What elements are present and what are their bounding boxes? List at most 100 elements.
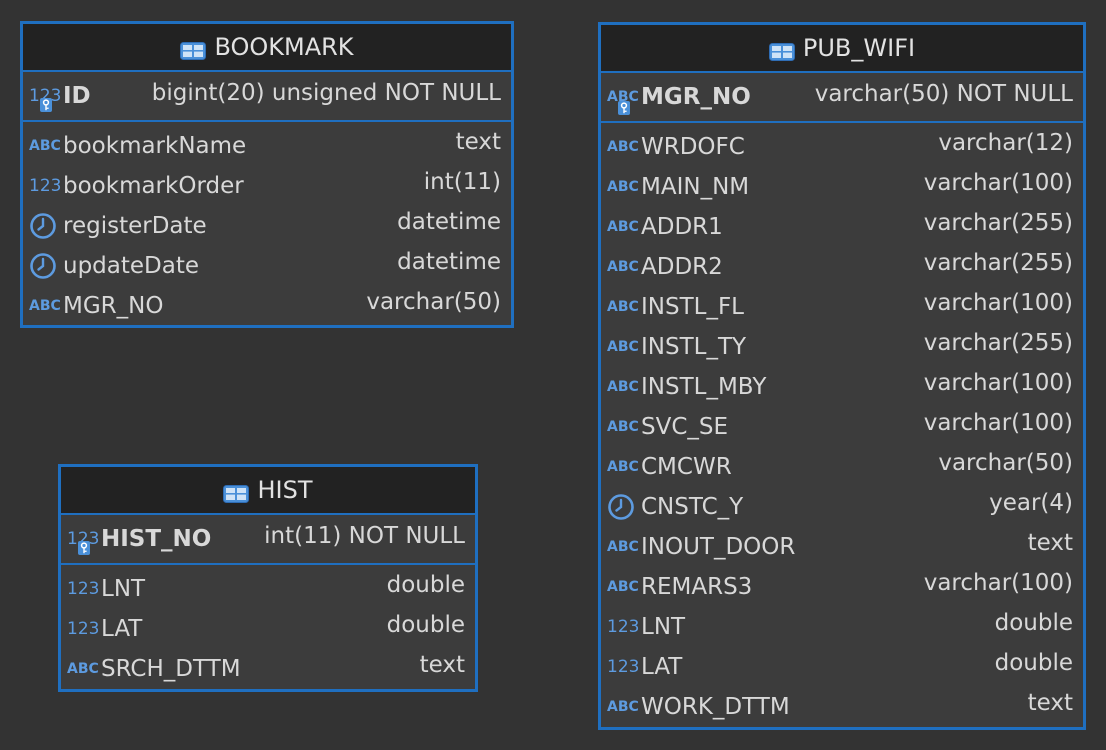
table-icon <box>768 39 795 61</box>
column-name: MAIN_NM <box>641 174 750 200</box>
text-type-icon: ABC <box>607 699 639 715</box>
column-name: SRCH_DTTM <box>101 656 241 682</box>
column-row[interactable]: CNSTC_Y year(4) <box>601 487 1083 527</box>
column-name: LAT <box>641 654 683 680</box>
column-type: year(4) <box>989 490 1073 516</box>
clock-icon <box>29 252 63 280</box>
column-type: varchar(255) <box>923 330 1073 356</box>
table-header[interactable]: PUB_WIFI <box>601 25 1083 73</box>
column-name: CMCWR <box>641 454 732 480</box>
column-name: ID <box>63 83 91 109</box>
clock-icon <box>29 212 63 240</box>
column-type: datetime <box>397 209 501 235</box>
column-name: LAT <box>101 616 143 642</box>
text-type-icon: ABC <box>607 219 639 235</box>
text-type-icon: ABC <box>607 459 639 475</box>
text-type-icon: ABC <box>67 661 99 677</box>
table-title: PUB_WIFI <box>802 34 916 62</box>
table-title: HIST <box>257 476 313 504</box>
text-type-icon: ABC <box>607 139 639 155</box>
column-type: int(11) <box>423 169 501 195</box>
text-type-icon: ABC <box>607 419 639 435</box>
column-name: SVC_SE <box>641 414 729 440</box>
table-header[interactable]: HIST <box>61 467 475 515</box>
column-type: varchar(100) <box>923 290 1073 316</box>
text-type-icon: ABC <box>607 179 639 195</box>
number-type-icon: 123 <box>67 619 100 639</box>
column-type: int(11) NOT NULL <box>264 523 465 549</box>
column-type: double <box>386 612 465 638</box>
table-icon <box>180 38 207 60</box>
column-name: WRDOFC <box>641 134 745 160</box>
column-name: MGR_NO <box>641 84 751 110</box>
column-name: CNSTC_Y <box>641 494 744 520</box>
text-type-icon: ABC <box>607 339 639 355</box>
number-type-icon: 123 <box>29 176 62 196</box>
text-type-icon: ABC <box>607 89 641 115</box>
column-type: varchar(100) <box>923 570 1073 596</box>
column-name: bookmarkOrder <box>63 173 244 199</box>
column-name: ADDR2 <box>641 254 723 280</box>
table-header[interactable]: BOOKMARK <box>23 24 511 72</box>
column-row[interactable]: registerDate datetime <box>23 206 511 246</box>
text-type-icon: ABC <box>607 539 639 555</box>
column-name: ADDR1 <box>641 214 723 240</box>
column-name: HIST_NO <box>101 526 212 552</box>
table-title: BOOKMARK <box>214 33 354 61</box>
column-type: varchar(100) <box>923 410 1073 436</box>
text-type-icon: ABC <box>607 299 639 315</box>
text-type-icon: ABC <box>607 259 639 275</box>
primary-key-icon <box>40 98 52 112</box>
column-name: LNT <box>101 576 146 602</box>
text-type-icon: ABC <box>29 298 61 314</box>
number-type-icon: 123 <box>29 86 63 112</box>
number-type-icon: 123 <box>607 617 640 637</box>
column-name: WORK_DTTM <box>641 694 790 720</box>
number-type-icon: 123 <box>607 657 640 677</box>
column-name: REMARS3 <box>641 574 753 600</box>
table-icon <box>223 481 250 503</box>
column-type: varchar(12) <box>938 130 1073 156</box>
column-name: MGR_NO <box>63 293 164 319</box>
text-type-icon: ABC <box>607 379 639 395</box>
column-name: INOUT_DOOR <box>641 534 796 560</box>
column-name: updateDate <box>63 253 200 279</box>
column-name: bookmarkName <box>63 133 247 159</box>
column-name: registerDate <box>63 213 207 239</box>
column-type: varchar(50) <box>366 289 501 315</box>
column-name: INSTL_FL <box>641 294 744 320</box>
column-type: bigint(20) unsigned NOT NULL <box>151 80 501 106</box>
column-type: text <box>1027 530 1073 556</box>
text-type-icon: ABC <box>29 138 61 154</box>
column-type: varchar(50) NOT NULL <box>814 81 1073 107</box>
